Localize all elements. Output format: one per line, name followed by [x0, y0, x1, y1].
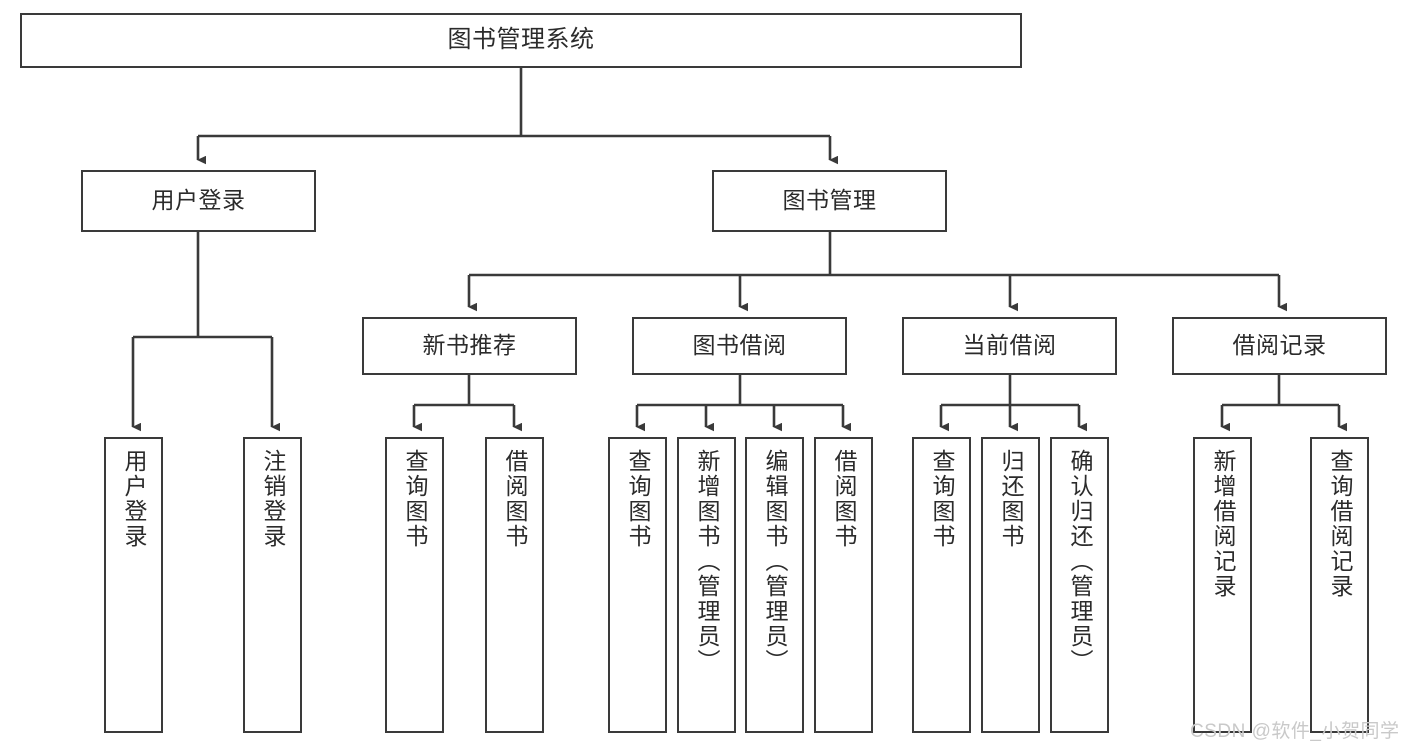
node-new-book-recommendation[interactable]: 新书推荐 [362, 317, 577, 375]
node-label: 用户登录 [121, 449, 147, 549]
node-label: 图书借阅 [692, 332, 787, 359]
node-label: 用户登录 [151, 187, 246, 214]
leaf-confirm-return-admin[interactable]: 确认归还（管理员） [1050, 437, 1109, 733]
node-book-management[interactable]: 图书管理 [712, 170, 947, 232]
node-label: 当前借阅 [962, 332, 1057, 359]
node-label: 确认归还（管理员） [1067, 449, 1093, 674]
node-label: 新书推荐 [422, 332, 517, 359]
node-user-login[interactable]: 用户登录 [81, 170, 316, 232]
node-label: 图书管理 [782, 187, 877, 214]
node-label: 借阅图书 [831, 449, 857, 549]
node-label: 归还图书 [998, 449, 1024, 549]
node-book-borrow[interactable]: 图书借阅 [632, 317, 847, 375]
node-borrow-records[interactable]: 借阅记录 [1172, 317, 1387, 375]
node-label: 新增图书（管理员） [694, 449, 720, 674]
csdn-watermark: CSDN @软件_小贺同学 [1190, 721, 1400, 742]
node-label: 查询借阅记录 [1327, 449, 1353, 599]
node-current-borrow[interactable]: 当前借阅 [902, 317, 1117, 375]
leaf-query-book-current[interactable]: 查询图书 [912, 437, 971, 733]
leaf-add-book-admin[interactable]: 新增图书（管理员） [677, 437, 736, 733]
node-label: 编辑图书（管理员） [762, 449, 788, 674]
node-label: 图书管理系统 [447, 26, 595, 54]
leaf-query-book-borrow[interactable]: 查询图书 [608, 437, 667, 733]
node-label: 查询图书 [625, 449, 651, 549]
node-label: 借阅图书 [502, 449, 528, 549]
leaf-return-book[interactable]: 归还图书 [981, 437, 1040, 733]
node-label: 借阅记录 [1232, 332, 1327, 359]
leaf-query-borrow-record[interactable]: 查询借阅记录 [1310, 437, 1369, 733]
node-label: 查询图书 [402, 449, 428, 549]
node-label: 查询图书 [929, 449, 955, 549]
node-root-system[interactable]: 图书管理系统 [20, 13, 1022, 68]
leaf-query-book-recommend[interactable]: 查询图书 [385, 437, 444, 733]
leaf-borrow-book-recommend[interactable]: 借阅图书 [485, 437, 544, 733]
leaf-borrow-book[interactable]: 借阅图书 [814, 437, 873, 733]
leaf-user-login[interactable]: 用户登录 [104, 437, 163, 733]
node-label: 注销登录 [260, 449, 286, 549]
leaf-edit-book-admin[interactable]: 编辑图书（管理员） [745, 437, 804, 733]
leaf-add-borrow-record[interactable]: 新增借阅记录 [1193, 437, 1252, 733]
leaf-logout[interactable]: 注销登录 [243, 437, 302, 733]
node-label: 新增借阅记录 [1210, 449, 1236, 599]
